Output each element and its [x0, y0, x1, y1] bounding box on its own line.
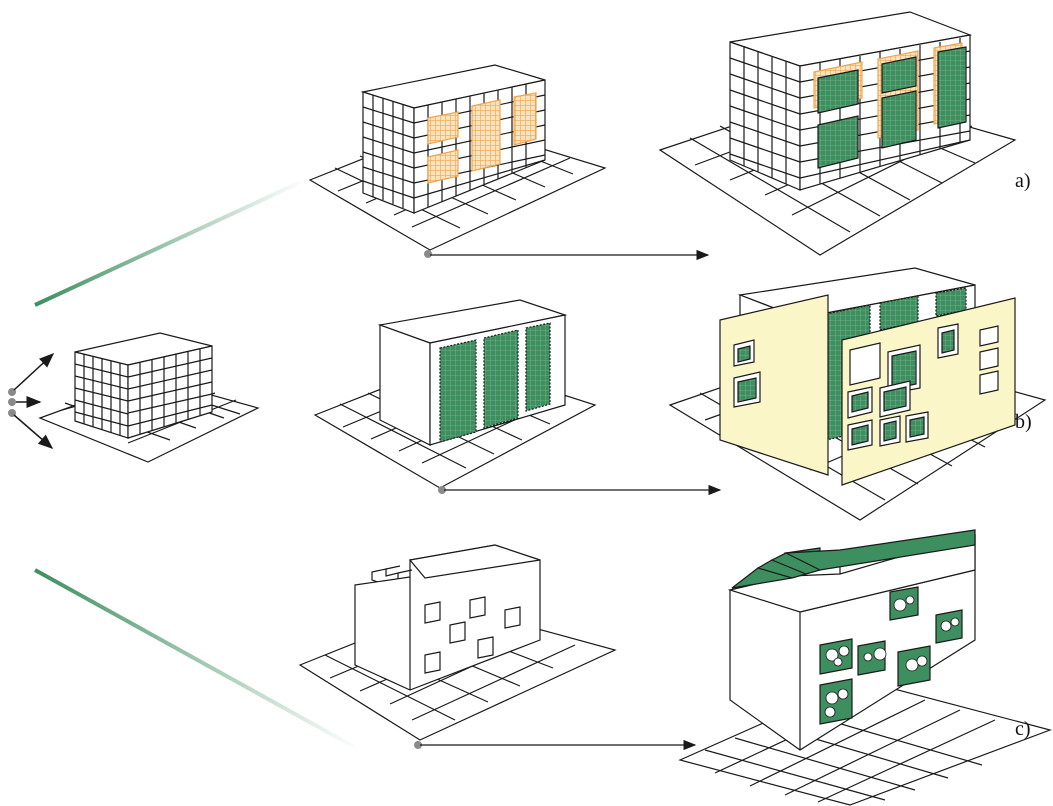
arrow-a — [424, 249, 710, 261]
building-c-stage2 — [678, 529, 1052, 806]
label-b: b) — [1015, 411, 1032, 433]
arrow-b — [438, 484, 722, 496]
connector-line-c — [34, 568, 361, 752]
building-c-stage1 — [298, 544, 617, 741]
source-building — [38, 332, 260, 463]
building-b-stage1 — [313, 299, 597, 489]
connector-line-a — [34, 178, 306, 307]
building-b-stage2 — [668, 267, 1047, 521]
building-a-stage2 — [658, 11, 1017, 256]
label-a: a) — [1015, 170, 1031, 192]
building-a-stage1 — [308, 64, 607, 251]
fan-out-arrows — [8, 352, 55, 449]
label-c: c) — [1015, 718, 1031, 740]
arrow-c — [414, 739, 697, 751]
